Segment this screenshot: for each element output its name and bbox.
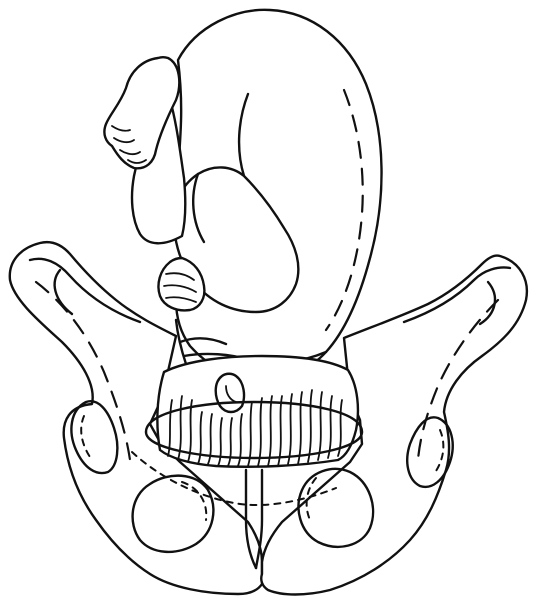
fetus-in-pelvis-illustration — [0, 0, 535, 607]
